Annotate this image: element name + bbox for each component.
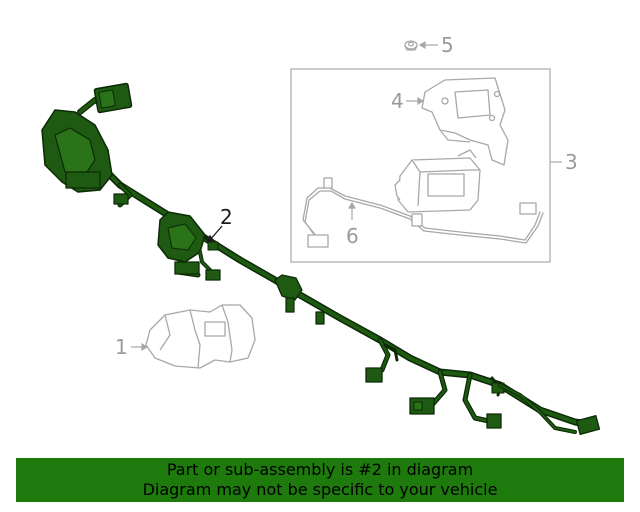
banner-line-2: Diagram may not be specific to your vehi… bbox=[142, 480, 498, 499]
part-5-clip[interactable] bbox=[404, 40, 418, 51]
callout-2[interactable]: 2 bbox=[220, 205, 233, 229]
part-1-component[interactable] bbox=[145, 304, 256, 369]
part-4-bracket[interactable] bbox=[421, 77, 509, 166]
banner-line-1: Part or sub-assembly is #2 in diagram bbox=[166, 460, 474, 479]
part-2-wiring-harness[interactable] bbox=[41, 82, 601, 435]
part-6-harness[interactable] bbox=[302, 177, 544, 248]
callout-5[interactable]: 5 bbox=[441, 33, 454, 57]
callout-4[interactable]: 4 bbox=[391, 89, 404, 113]
callout-1[interactable]: 1 bbox=[115, 335, 128, 359]
info-banner: Part or sub-assembly is #2 in diagram Di… bbox=[16, 458, 624, 502]
leader-1 bbox=[131, 342, 149, 352]
leader-6 bbox=[347, 201, 357, 220]
callout-3[interactable]: 3 bbox=[565, 150, 578, 174]
assembly-3-frame bbox=[290, 68, 551, 263]
leader-4 bbox=[406, 96, 425, 106]
leader-5 bbox=[418, 40, 438, 50]
part-3-module[interactable] bbox=[394, 149, 481, 213]
callout-6[interactable]: 6 bbox=[346, 224, 359, 248]
leader-2 bbox=[206, 225, 223, 244]
